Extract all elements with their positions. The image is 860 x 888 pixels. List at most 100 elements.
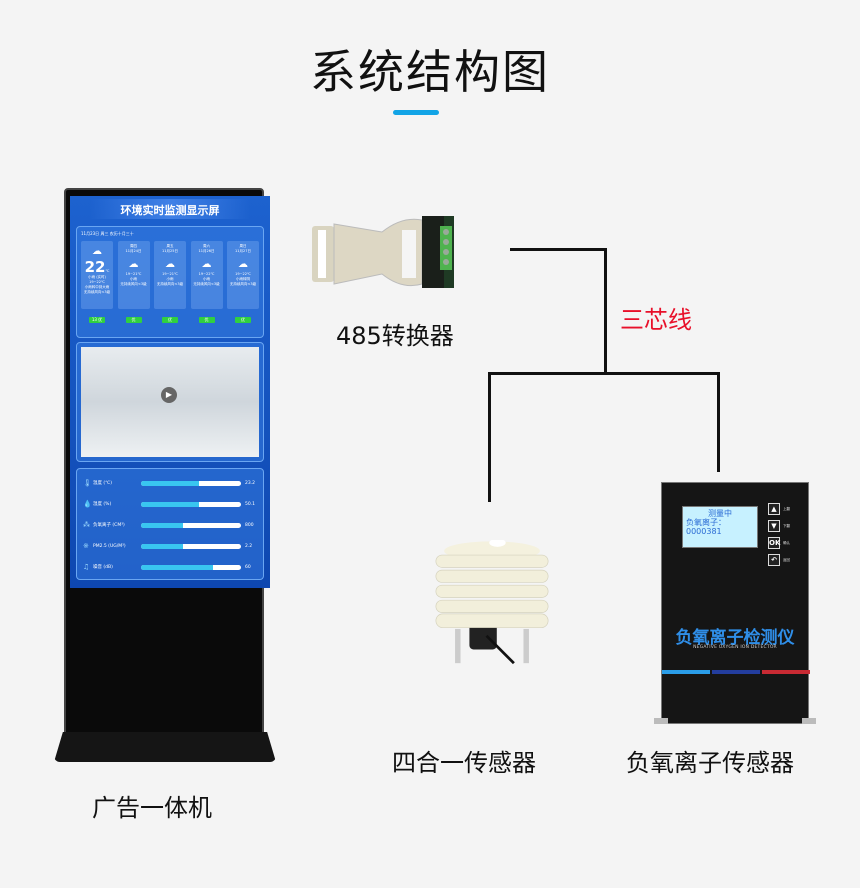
forecast-date: 11月25日 (162, 249, 178, 253)
aqi-badge: 优 (235, 317, 251, 323)
current-temp: 22 (84, 258, 106, 276)
detector-subtitle: NEGATIVE OXYGEN ION DETECTOR (693, 645, 777, 650)
pm25-icon: ※ (83, 542, 89, 550)
play-icon[interactable]: ▶ (161, 387, 177, 403)
forecast-wind: 无持续风向<3级 (120, 282, 147, 286)
ok-button[interactable]: OK (768, 537, 781, 549)
forecast-card: ☁ 22℃ 小雨 (实时)19~22℃ 小雨转中到大雨 无持续风向<3级 (81, 241, 113, 309)
metric-value: 60 (245, 564, 251, 570)
forecast-date: 11月27日 (235, 249, 251, 253)
metric-bar (141, 522, 241, 528)
stripe-red (762, 670, 810, 674)
forecast-day: 周六 (203, 244, 210, 248)
metric-bar-fill (141, 480, 199, 486)
forecast-card: 周五 11月25日 ☁19~21℃ 小雨 无持续风向<3级 (154, 241, 186, 309)
cloud-rain-icon: ☁ (201, 259, 212, 270)
converter-label: 485转换器 (336, 322, 454, 350)
metric-label: 负氧离子 (CM³) (93, 523, 125, 528)
lcd-line-2: 负氧离子： (686, 518, 726, 527)
down-button[interactable]: ▼ (768, 520, 780, 532)
metric-label: PM2.5 (UG/M³) (93, 543, 126, 549)
forecast-desc: 小雨 (130, 277, 137, 281)
current-cond: 小雨 (实时) (88, 275, 106, 279)
metric-value: 23.2 (245, 480, 256, 486)
metric-bar-fill (141, 501, 199, 507)
lcd-display: 测量中 负氧离子： 0000381 (682, 506, 758, 548)
screen-title-bar (90, 199, 250, 219)
four-in-one-label: 四合一传感器 (392, 749, 536, 777)
detector-bracket-left (654, 718, 668, 724)
button-label: 下翻 (783, 524, 790, 528)
metric-value: 800 (245, 522, 254, 528)
metric-row: 🌡 温度 (℃) 23.2 (83, 477, 263, 489)
forecast-desc: 小雨 (166, 277, 174, 281)
forecast-card: 周四 11月24日 ☁ 19~21℃ 小雨 无持续风向<3级 (117, 241, 150, 309)
button-label: 上翻 (783, 507, 790, 511)
forecast-wind: 无持续风向<3级 (193, 282, 220, 286)
metric-value: 50.1 (245, 501, 256, 507)
forecast-wind: 无持续风向<3级 (229, 282, 257, 286)
aqi-badge: 优 (125, 317, 142, 323)
rs485-converter (312, 216, 454, 288)
forecast-day: 周五 (166, 244, 174, 248)
metric-value: 2.2 (245, 543, 253, 549)
forecast-range: 19~21℃ (125, 272, 142, 276)
metric-row: ※ PM2.5 (UG/M³) 2.2 (83, 540, 263, 552)
cloud-rain-icon: ☁ (92, 246, 102, 257)
factory-video-thumbnail[interactable]: ▶ (81, 347, 259, 457)
kiosk-stand (54, 732, 276, 762)
page-title: 系统结构图 (310, 45, 550, 99)
cloud-rain-icon: ☁ (128, 259, 139, 270)
metric-label: 温度 (℃) (93, 481, 112, 486)
forecast-range: 19~22℃ (89, 280, 105, 284)
noise-icon: ♫ (83, 563, 90, 571)
wire-trunk (604, 248, 607, 375)
screen-title: 环境实时监测显示屏 (120, 204, 220, 217)
up-button[interactable]: ▲ (768, 503, 780, 515)
metric-bar (141, 543, 241, 549)
stripe-navy (712, 670, 760, 674)
back-button[interactable]: ↶ (768, 554, 780, 566)
metric-bar (141, 564, 241, 570)
forecast-date: 11月26日 (198, 249, 215, 253)
ion-icon: ⁂ (83, 521, 90, 529)
metric-row: ⁂ 负氧离子 (CM³) 800 (83, 519, 263, 531)
weather-panel: 11月23日 周三 农历十月三十 ☁ 22℃ 小雨 (实时)19~22℃ 小雨转… (76, 226, 264, 338)
forecast-desc: 小雨转阴 (236, 277, 250, 281)
metric-bar-fill (141, 522, 183, 528)
kiosk-label: 广告一体机 (92, 794, 212, 822)
metric-bar-fill (141, 564, 213, 570)
stripe-blue (662, 670, 710, 674)
button-label: 返回 (783, 558, 790, 562)
temp-unit: ℃ (105, 269, 110, 273)
cloud-rain-icon: ☁ (165, 259, 175, 270)
forecast-day: 周日 (239, 244, 247, 248)
video-panel: ▶ (76, 342, 264, 462)
aqi-badge: 13 优 (89, 317, 105, 323)
aqi-badge: 优 (162, 317, 178, 323)
button-label: 确认 (783, 541, 790, 545)
detector-name: 负氧离子检测仪 (675, 628, 795, 648)
cloud-rain-icon: ☁ (238, 259, 248, 270)
ion-sensor-label: 负氧离子传感器 (626, 749, 794, 777)
weather-date: 11月23日 周三 农历十月三十 (81, 231, 134, 236)
metric-label: 噪音 (dB) (93, 565, 113, 570)
thermometer-icon: 🌡 (83, 479, 92, 487)
metric-label: 湿度 (%) (93, 502, 112, 507)
humidity-icon: 💧 (83, 500, 92, 508)
metric-bar-fill (141, 543, 183, 549)
metric-bar (141, 480, 241, 486)
forecast-day: 周四 (130, 244, 137, 248)
metrics-panel: 🌡 温度 (℃) 23.2 💧 湿度 (%) 50.1 ⁂ 负氧离子 (CM³) 8… (76, 468, 264, 580)
kiosk-screen: 环境实时监测显示屏 11月23日 周三 农历十月三十 ☁ 22℃ 小雨 (实时)… (70, 196, 270, 588)
metric-bar (141, 501, 241, 507)
detector-bracket-right (802, 718, 816, 724)
metric-row: ♫ 噪音 (dB) 60 (83, 561, 263, 573)
wire-branch (488, 372, 720, 375)
metric-row: 💧 湿度 (%) 50.1 (83, 498, 263, 510)
wire-label: 三芯线 (620, 306, 692, 334)
lcd-line-1: 测量中 (708, 509, 732, 518)
forecast-date: 11月24日 (125, 249, 142, 253)
aqi-badge: 优 (198, 317, 215, 323)
wire-to-4in1 (488, 372, 491, 502)
